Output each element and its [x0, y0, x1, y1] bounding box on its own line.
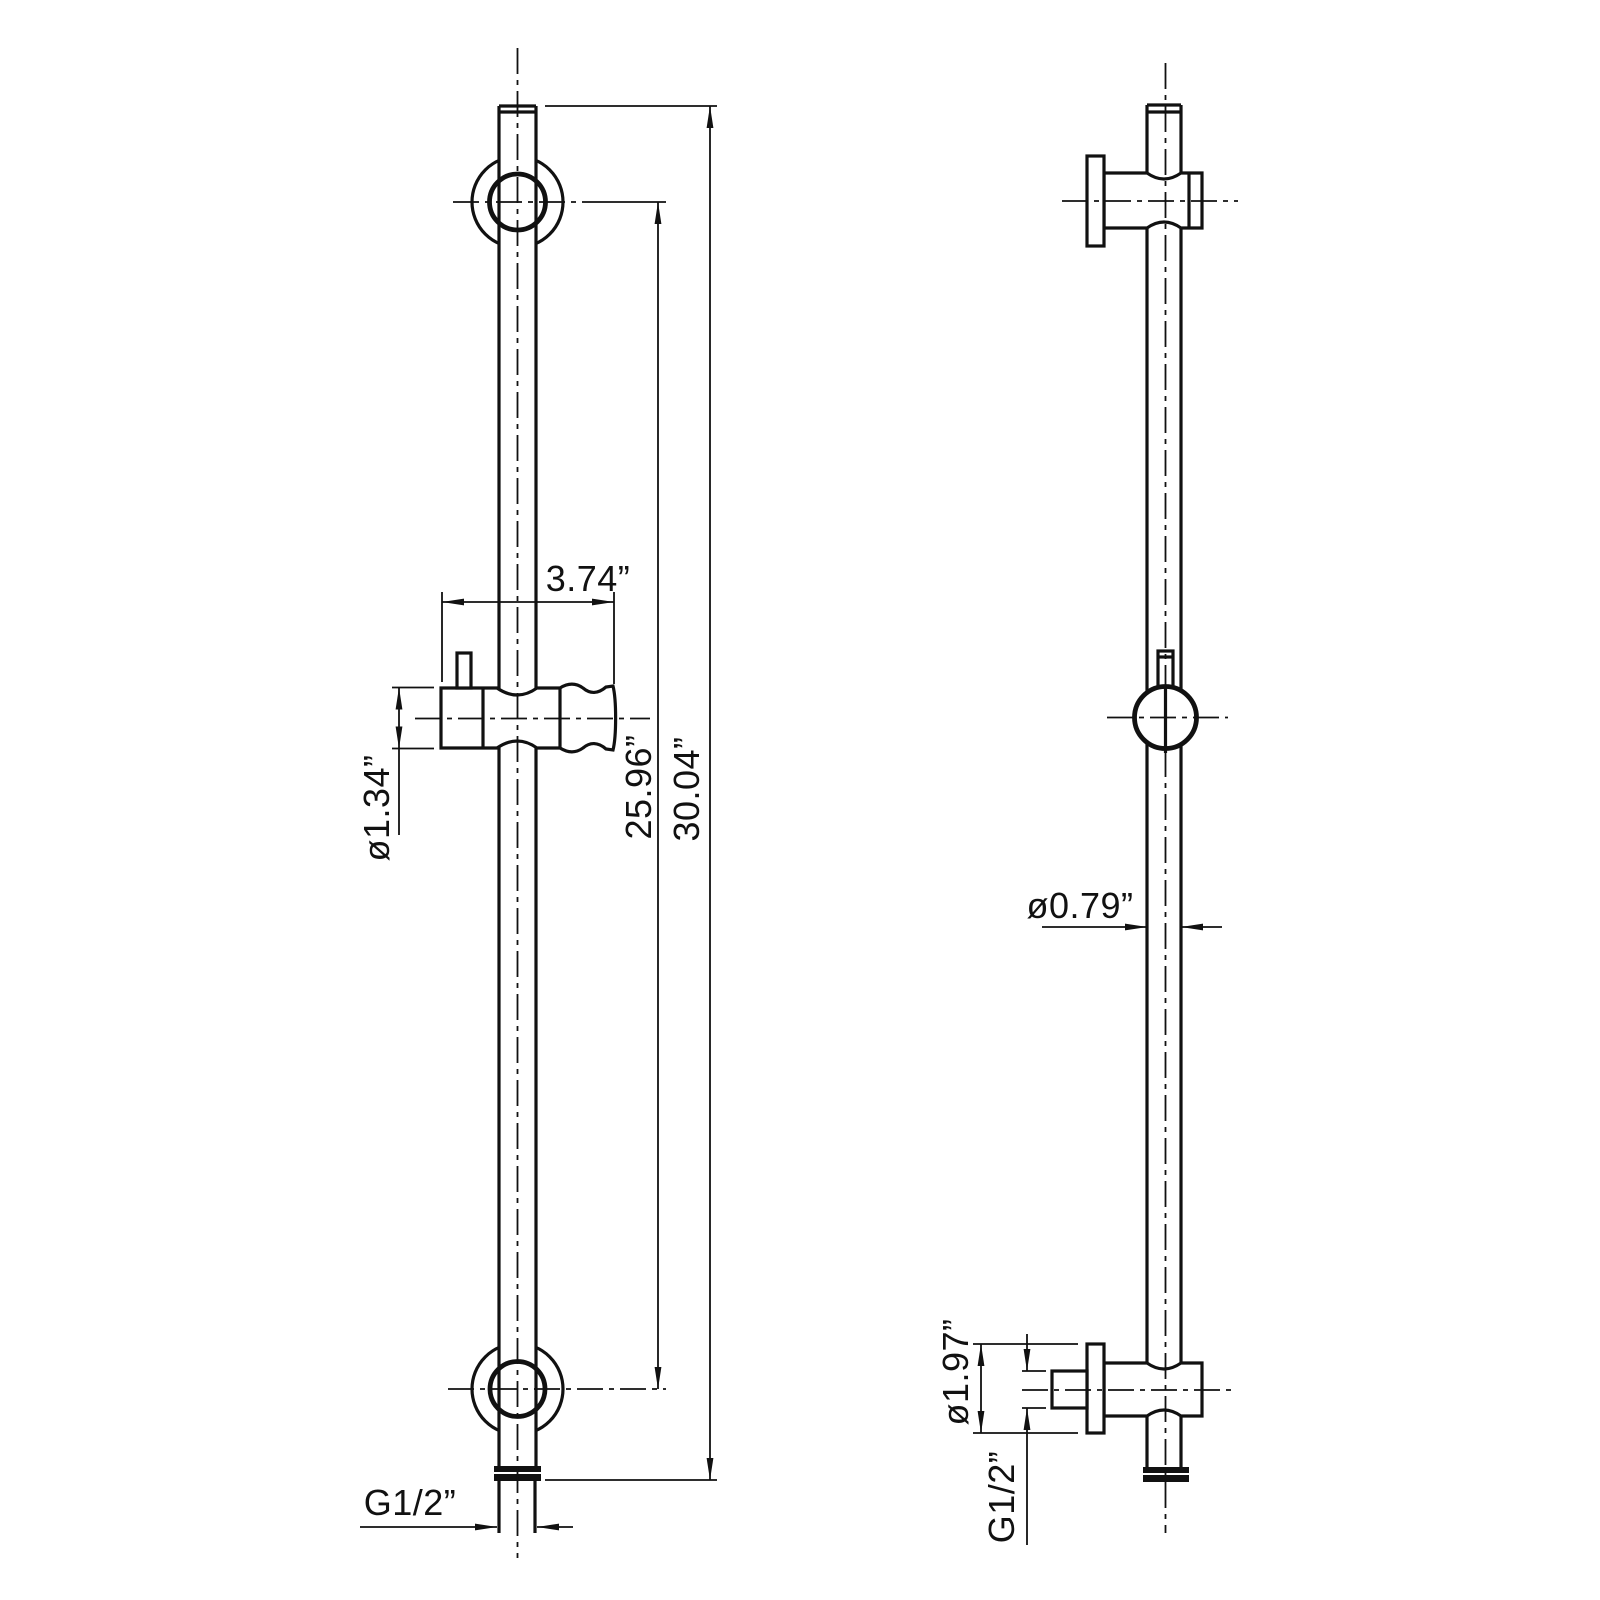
- dimension-label-outlet-thread: G1/2”: [363, 1482, 457, 1523]
- bottom-mount-flange: [1085, 1342, 1106, 1435]
- dimension-label-flange-diameter: ø1.97”: [935, 1318, 976, 1426]
- front-view: [439, 104, 618, 1533]
- flange-diameter-extension-lines: [973, 1343, 1078, 1434]
- dimension-label-mount-spacing: 25.96”: [618, 734, 659, 840]
- dimension-lines: [360, 105, 1222, 1545]
- slide-bar-body-side: [1147, 105, 1181, 1467]
- slider-width-extension-lines: [441, 592, 615, 684]
- bottom-collar-side-band-2: [1143, 1475, 1189, 1482]
- dimension-label-inlet-thread: G1/2”: [981, 1450, 1022, 1544]
- bottom-collar-side-band-1: [1143, 1467, 1189, 1473]
- dimension-label-slider-width: 3.74”: [545, 558, 631, 599]
- bottom-thread-stub: [497, 1481, 537, 1533]
- dimension-label-bar-diameter: ø0.79”: [1026, 885, 1134, 926]
- slide-bar-edges: [497, 104, 538, 1466]
- dimension-label-slider-diameter: ø1.34”: [356, 754, 397, 862]
- overall-length-extension-lines: [545, 105, 717, 1481]
- centerlines: [415, 48, 1238, 1558]
- side-view: [1050, 103, 1204, 1482]
- slider-lock-knob: [455, 651, 473, 690]
- dimension-label-overall-length: 30.04”: [666, 736, 707, 842]
- slide-bar-edges-side: [1145, 103, 1183, 1467]
